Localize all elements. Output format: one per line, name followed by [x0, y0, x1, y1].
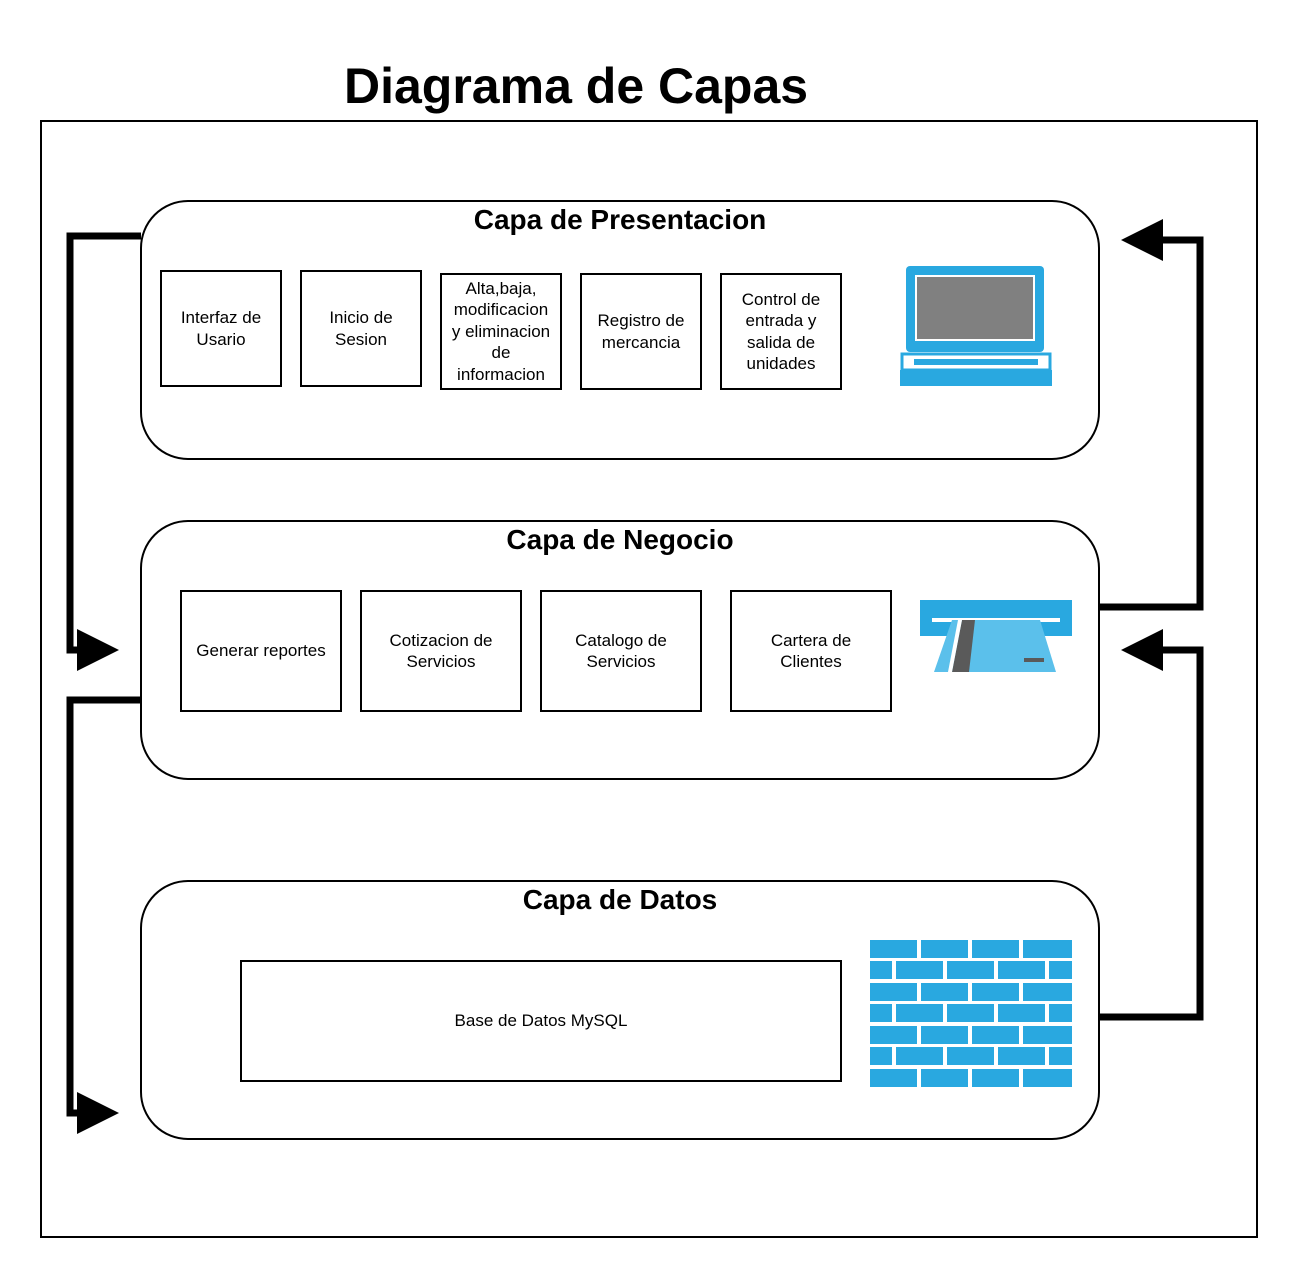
brick-wall-icon: [870, 940, 1072, 1087]
component-cartera-clientes: Cartera de Clientes: [730, 590, 892, 712]
component-base-datos-mysql: Base de Datos MySQL: [240, 960, 842, 1082]
diagram-frame: [40, 120, 1258, 1238]
layer-datos: Capa de Datos Base de Datos MySQL: [140, 880, 1100, 1140]
arrow-presentacion-to-negocio: [66, 232, 141, 671]
arrow-datos-to-negocio: [1099, 629, 1204, 1021]
arrow-negocio-to-presentacion: [1099, 219, 1204, 611]
card-reader-icon: [920, 600, 1072, 672]
component-interfaz-usuario: Interfaz de Usario: [160, 270, 282, 387]
layer-title: Capa de Datos: [522, 884, 718, 915]
component-control-unidades: Control de entrada y salida de unidades: [720, 273, 842, 390]
component-alta-baja: Alta,baja, modificacion y eliminacion de…: [440, 273, 562, 390]
component-inicio-sesion: Inicio de Sesion: [300, 270, 422, 387]
laptop-icon: [900, 266, 1052, 386]
component-generar-reportes: Generar reportes: [180, 590, 342, 712]
component-catalogo-servicios: Catalogo de Servicios: [540, 590, 702, 712]
page-title: Diagrama de Capas: [344, 58, 809, 114]
layer-negocio: Capa de Negocio Generar reportes Cotizac…: [140, 520, 1100, 780]
layer-title: Capa de Presentacion: [473, 204, 767, 235]
component-registro-mercancia: Registro de mercancia: [580, 273, 702, 390]
layer-title: Capa de Negocio: [506, 524, 734, 555]
layer-presentacion: Capa de Presentacion Interfaz de Usario …: [140, 200, 1100, 460]
component-cotizacion-servicios: Cotizacion de Servicios: [360, 590, 522, 712]
arrow-negocio-to-datos: [66, 696, 141, 1134]
